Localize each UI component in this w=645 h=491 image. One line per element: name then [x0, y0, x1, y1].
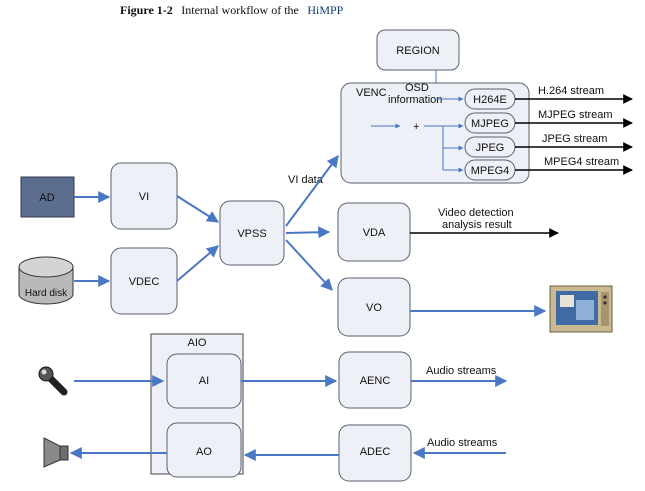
- figure-number: Figure 1-2: [120, 3, 173, 17]
- vi-to-vpss-arrow: [176, 195, 220, 223]
- audio-in-label: Audio streams: [427, 437, 498, 449]
- vi-label: VI: [139, 191, 149, 203]
- region-label: REGION: [396, 45, 439, 57]
- mjpeg-stream-label: MJPEG stream: [538, 109, 613, 121]
- vda-result-line1: Video detection: [438, 207, 514, 219]
- vo-label: VO: [366, 302, 382, 314]
- speaker-icon: [43, 437, 69, 468]
- mpeg4-label: MPEG4: [471, 165, 510, 177]
- adec-box: [338, 424, 412, 482]
- monitor-icon: [549, 285, 613, 333]
- osd-label: OSD: [405, 82, 429, 94]
- vpss-box: [219, 200, 285, 266]
- jpeg-stream-label: JPEG stream: [542, 133, 607, 145]
- aio-label: AIO: [188, 337, 207, 349]
- h264-stream-label: H.264 stream: [538, 85, 604, 97]
- mpeg4-stream-label: MPEG4 stream: [544, 156, 619, 168]
- figure-title-accent: HiMPP: [307, 3, 343, 17]
- vpss-to-vda-arrow: [285, 226, 331, 239]
- hard-disk-top: [18, 256, 74, 278]
- hard-disk-body: [18, 267, 74, 305]
- microphone-icon: [38, 366, 68, 396]
- vi-data-label: VI data: [288, 174, 324, 186]
- ad-label: AD: [39, 192, 54, 204]
- vda-box: [337, 202, 411, 262]
- vpss-label: VPSS: [237, 228, 266, 240]
- vda-label: VDA: [363, 227, 386, 239]
- ai-label: AI: [199, 375, 209, 387]
- h264e-label: H264E: [473, 94, 507, 106]
- mjpeg-label: MJPEG: [471, 118, 509, 130]
- jpeg-label: JPEG: [476, 142, 505, 154]
- osd-info-label: information: [388, 94, 442, 106]
- vpss-to-vo-arrow: [285, 239, 333, 291]
- region-box: [376, 29, 460, 71]
- adec-label: ADEC: [360, 446, 391, 458]
- vo-box: [337, 277, 411, 337]
- hard-disk-label: Hard disk: [25, 288, 68, 299]
- vdec-label: VDEC: [129, 276, 160, 288]
- figure-caption: Figure 1-2 Internal workflow of the HiMP…: [120, 1, 344, 18]
- vda-result-line2: analysis result: [442, 219, 512, 231]
- audio-out-label: Audio streams: [426, 365, 497, 377]
- vdec-to-vpss-arrow: [176, 245, 219, 282]
- plus-sign: +: [413, 121, 419, 133]
- aenc-label: AENC: [360, 375, 391, 387]
- vpss-to-venc-arrow: [285, 155, 339, 227]
- hard-disk: [18, 256, 74, 305]
- figure-title: Internal workflow of the: [181, 3, 299, 17]
- venc-label: VENC: [356, 87, 387, 99]
- ao-box: [166, 422, 242, 478]
- ao-label: AO: [196, 446, 212, 458]
